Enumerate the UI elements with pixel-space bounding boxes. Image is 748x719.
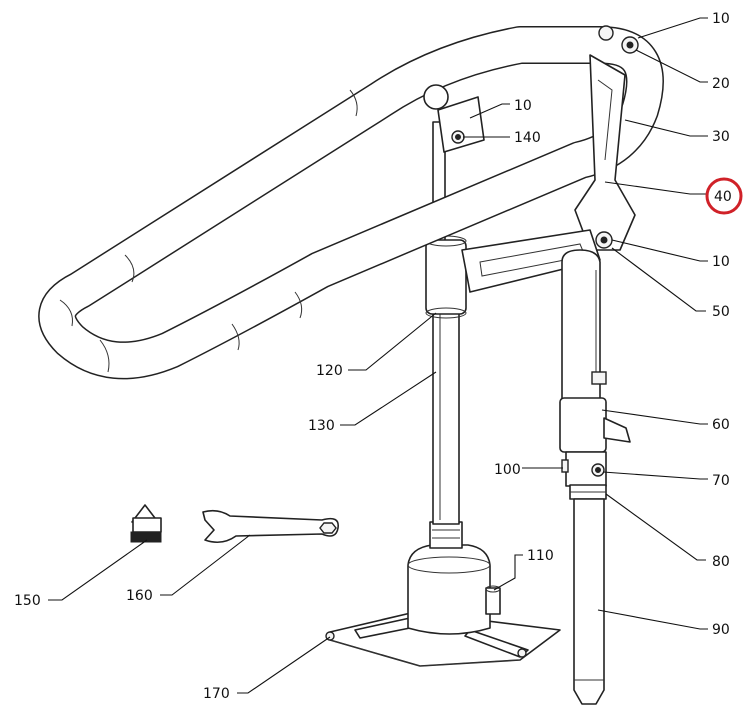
callout-160: 160 [126, 588, 153, 604]
leader-lines [48, 17, 708, 694]
handle-loop [38, 26, 664, 380]
callout-110: 110 [527, 548, 554, 564]
top-bracket [423, 84, 485, 153]
callout-90: 90 [712, 622, 730, 638]
callout-10-top: 10 [712, 11, 730, 27]
wrench [202, 509, 339, 544]
cylinder-body [559, 249, 631, 453]
callout-50: 50 [712, 304, 730, 320]
callout-170: 170 [203, 686, 230, 702]
callout-120: 120 [316, 363, 343, 379]
highlight-circle [705, 177, 743, 215]
callout-100: 100 [494, 462, 521, 478]
linkage-arm [574, 54, 636, 251]
callout-70: 70 [712, 473, 730, 489]
callout-150: 150 [14, 593, 41, 609]
spring-tool [130, 504, 162, 543]
callout-80: 80 [712, 554, 730, 570]
cylinder-lower [561, 451, 607, 500]
callout-labels: 10 20 10 140 30 40 10 50 120 130 60 100 … [14, 11, 732, 702]
collar [425, 235, 467, 319]
callout-40: 40 [714, 189, 732, 205]
base-housing [407, 521, 501, 635]
callout-30: 30 [712, 129, 730, 145]
pivot-pin [598, 25, 639, 54]
callout-10-bracket: 10 [514, 98, 532, 114]
callout-130: 130 [308, 418, 335, 434]
callout-20: 20 [712, 76, 730, 92]
callout-60: 60 [712, 417, 730, 433]
column-tube [432, 121, 460, 525]
callout-140: 140 [514, 130, 541, 146]
callout-10-arm: 10 [712, 254, 730, 270]
probe-rod [573, 498, 605, 705]
